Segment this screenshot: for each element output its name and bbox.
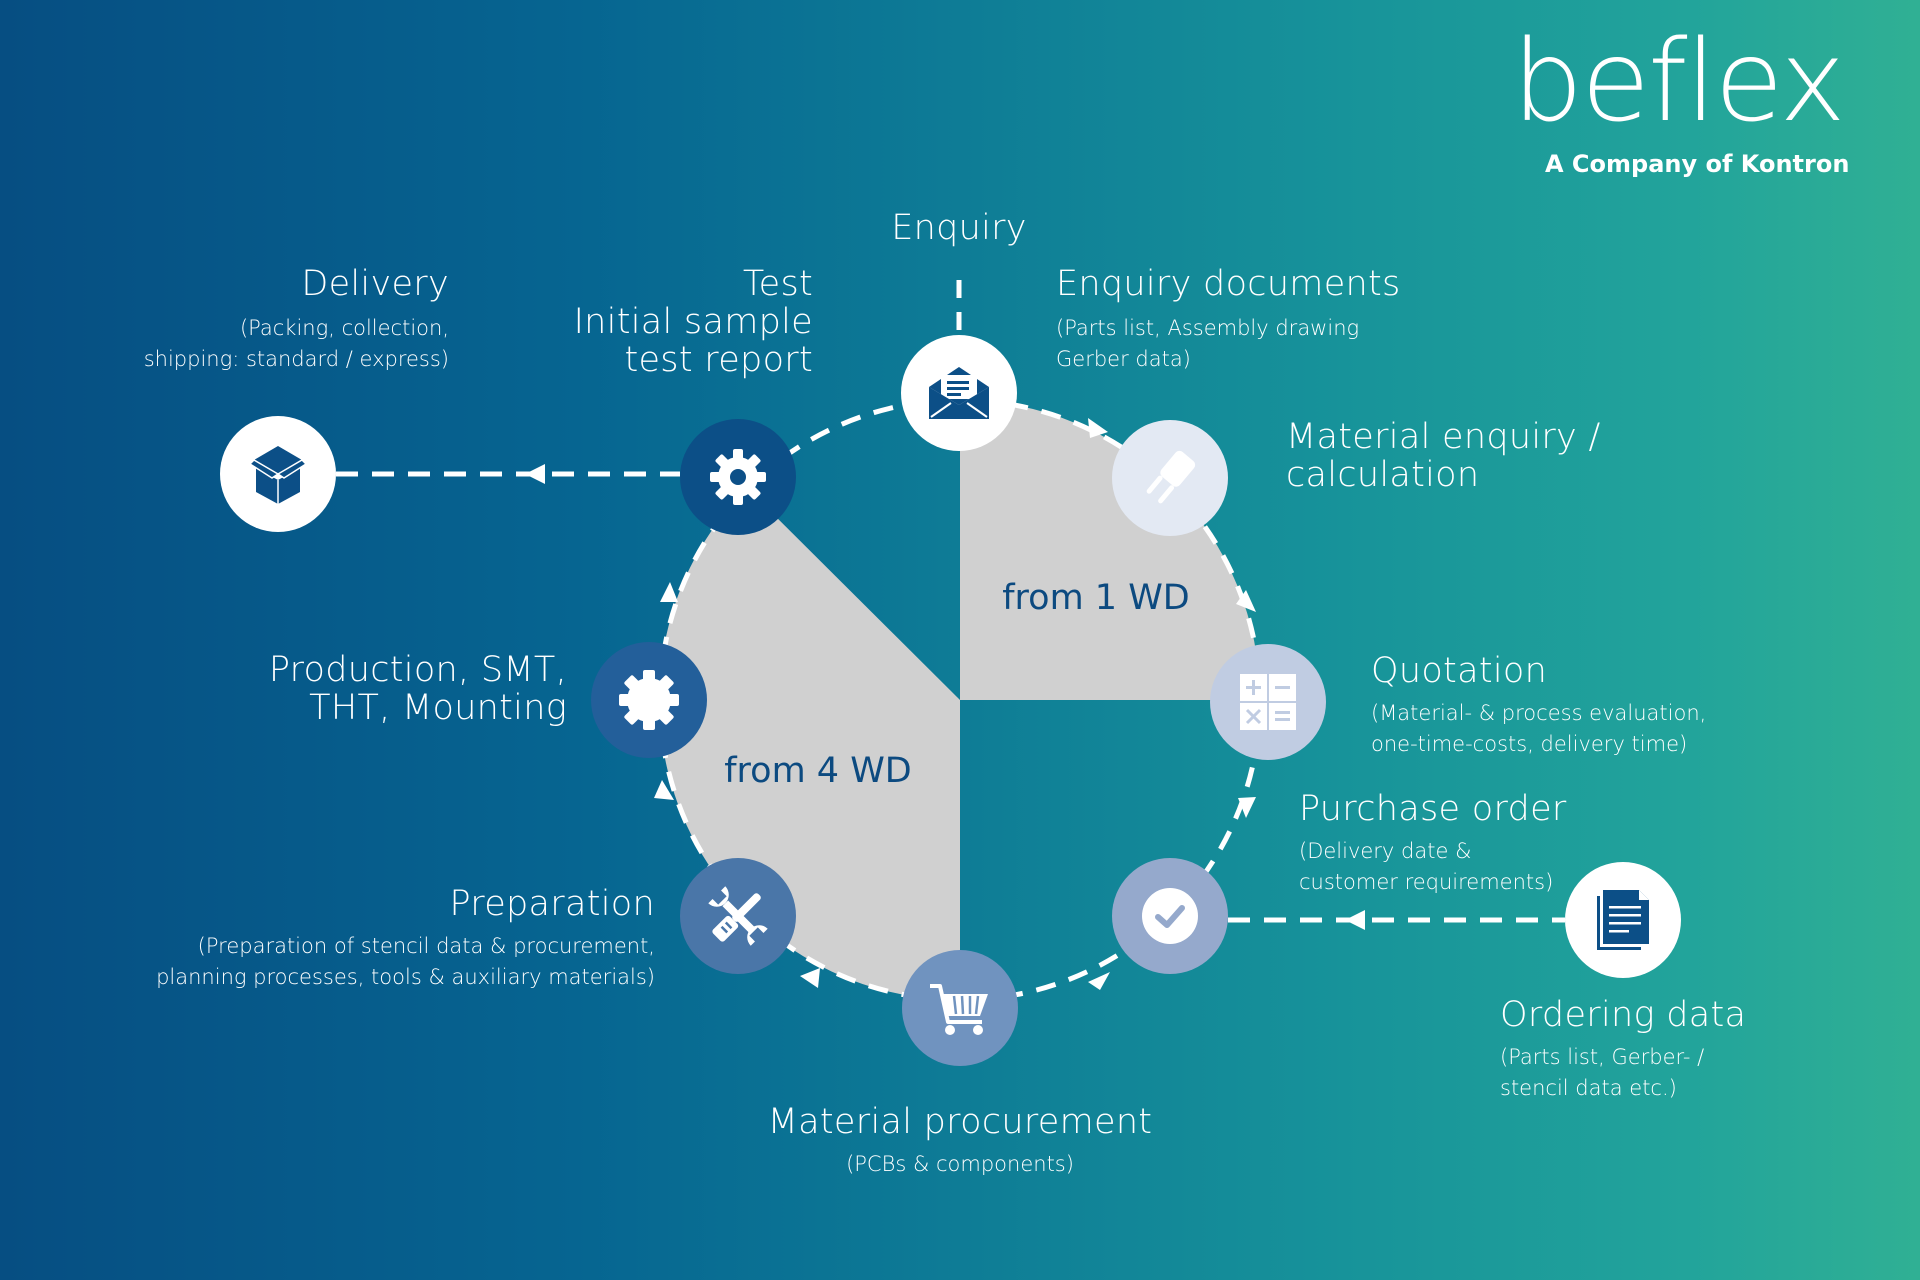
material-procurement-node[interactable] bbox=[902, 950, 1018, 1066]
box-icon bbox=[248, 446, 308, 504]
enquiry-documents-title: Enquiry documents bbox=[1056, 264, 1401, 304]
checkmark-icon bbox=[1142, 888, 1198, 944]
material-procurement-block: Material procurement (PCBs & components) bbox=[660, 1103, 1260, 1180]
calculator-icon bbox=[1240, 674, 1296, 730]
ring-arrow-icon bbox=[660, 582, 678, 602]
delivery-arrow-icon bbox=[525, 464, 545, 484]
cart-icon bbox=[930, 984, 988, 1035]
duration-1wd-label: from 1 WD bbox=[1002, 578, 1190, 618]
production-block: Production, SMT, THT, Mounting bbox=[269, 651, 567, 727]
delivery-title: Delivery bbox=[301, 264, 449, 304]
material-enquiry-node[interactable] bbox=[1112, 420, 1228, 536]
ring-arrow-icon bbox=[800, 968, 820, 988]
ordering-arrow-icon bbox=[1345, 910, 1365, 930]
document-icon bbox=[1597, 890, 1649, 950]
tools-icon bbox=[708, 886, 768, 946]
delivery-block: Delivery (Packing, collection, shipping:… bbox=[144, 265, 449, 375]
ordering-data-block: Ordering data (Parts list, Gerber- / ste… bbox=[1500, 996, 1746, 1104]
material-enquiry-title1: Material enquiry / bbox=[1286, 417, 1601, 457]
preparation-block: Preparation (Preparation of stencil data… bbox=[156, 885, 655, 993]
ring-arrow-icon bbox=[654, 780, 674, 800]
pie-segment-1wd bbox=[960, 400, 1260, 700]
gear-icon bbox=[710, 449, 766, 505]
ring-arrow-icon bbox=[1088, 972, 1110, 990]
purchase-order-sub1: (Delivery date & bbox=[1299, 839, 1472, 863]
ring-arrow-icon bbox=[1236, 590, 1256, 612]
ring-arrow-icon bbox=[1088, 418, 1108, 438]
ordering-data-title: Ordering data bbox=[1500, 995, 1747, 1035]
delivery-node[interactable] bbox=[220, 416, 336, 532]
purchase-order-node[interactable] bbox=[1112, 858, 1228, 974]
test-title1: Test bbox=[742, 264, 813, 304]
test-title3: test report bbox=[624, 340, 813, 380]
ring-arrow-icon bbox=[1238, 797, 1256, 818]
delivery-sub1: (Packing, collection, bbox=[239, 316, 449, 340]
test-node[interactable] bbox=[680, 419, 796, 535]
preparation-node[interactable] bbox=[680, 858, 796, 974]
enquiry-documents-sub1: (Parts list, Assembly drawing bbox=[1056, 316, 1360, 340]
delivery-sub2: shipping: standard / express) bbox=[143, 347, 449, 371]
purchase-order-sub2: customer requirements) bbox=[1299, 870, 1554, 894]
quotation-sub2: one-time-costs, delivery time) bbox=[1371, 732, 1688, 756]
purchase-order-title: Purchase order bbox=[1299, 789, 1567, 829]
ring-arrows bbox=[654, 418, 1256, 990]
production-node[interactable] bbox=[591, 642, 707, 758]
ordering-data-node[interactable] bbox=[1565, 862, 1681, 978]
test-title2: Initial sample bbox=[573, 302, 813, 342]
enquiry-documents-block: Enquiry documents (Parts list, Assembly … bbox=[1056, 265, 1401, 375]
quotation-node[interactable] bbox=[1210, 644, 1326, 760]
duration-4wd-label: from 4 WD bbox=[724, 751, 912, 791]
brand-tagline: A Company of Kontron bbox=[1545, 150, 1850, 178]
quotation-sub1: (Material- & process evaluation, bbox=[1371, 701, 1707, 725]
purchase-order-block: Purchase order (Delivery date & customer… bbox=[1299, 790, 1567, 898]
ordering-data-sub1: (Parts list, Gerber- / bbox=[1500, 1045, 1705, 1069]
quotation-block: Quotation (Material- & process evaluatio… bbox=[1371, 652, 1706, 760]
cog-icon bbox=[619, 670, 679, 730]
production-title1: Production, SMT, bbox=[268, 650, 567, 690]
test-block: Test Initial sample test report bbox=[574, 265, 813, 379]
ordering-data-sub2: stencil data etc.) bbox=[1500, 1076, 1677, 1100]
production-title2: THT, Mounting bbox=[309, 688, 567, 728]
preparation-sub2: planning processes, tools & auxiliary ma… bbox=[156, 965, 655, 989]
preparation-sub1: (Preparation of stencil data & procureme… bbox=[197, 934, 655, 958]
envelope-icon bbox=[929, 367, 989, 419]
enquiry-documents-sub2: Gerber data) bbox=[1056, 347, 1191, 371]
material-enquiry-block: Material enquiry / calculation bbox=[1286, 418, 1601, 494]
material-enquiry-title2: calculation bbox=[1286, 455, 1480, 495]
material-procurement-title: Material procurement bbox=[767, 1102, 1153, 1142]
plug-icon bbox=[1146, 450, 1196, 504]
preparation-title: Preparation bbox=[449, 884, 655, 924]
quotation-title: Quotation bbox=[1371, 651, 1548, 691]
enquiry-node[interactable] bbox=[901, 335, 1017, 451]
brand-logo: beflex bbox=[1512, 17, 1846, 147]
material-procurement-sub1: (PCBs & components) bbox=[846, 1152, 1074, 1176]
enquiry-label: Enquiry bbox=[891, 208, 1027, 248]
